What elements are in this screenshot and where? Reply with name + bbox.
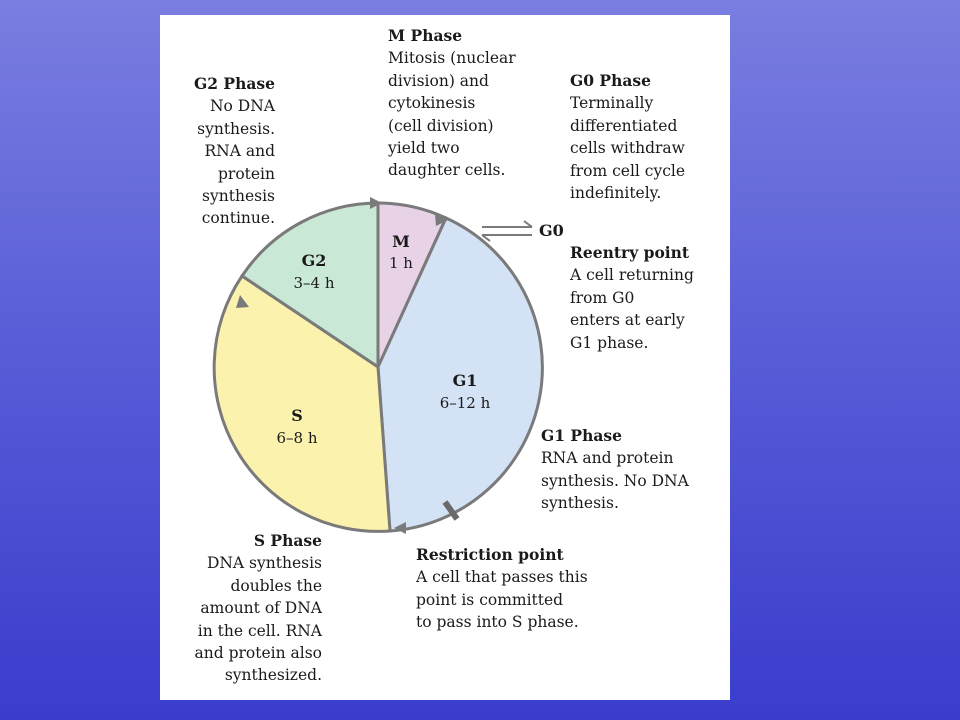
reentry-point-callout: Reentry point A cell returning from G0 e…: [570, 242, 694, 354]
g1-label: G1: [453, 371, 478, 390]
cell-cycle-diagram: M 1 h G2 3–4 h G1 6–12 h S 6–8 h G0: [212, 197, 564, 534]
g1-duration: 6–12 h: [440, 394, 491, 412]
restriction-point-title: Restriction point: [416, 545, 564, 564]
m-phase-text: Mitosis (nuclear division) and cytokines…: [388, 49, 516, 180]
m-duration: 1 h: [389, 254, 413, 272]
m-label: M: [392, 232, 410, 251]
restriction-point-marker: [442, 500, 460, 521]
reentry-point-title: Reentry point: [570, 243, 690, 262]
s-duration: 6–8 h: [276, 429, 317, 447]
wedge-s: [212, 273, 392, 533]
g0-phase-text: Terminally differentiated cells withdraw…: [570, 94, 686, 203]
m-phase-callout: M Phase Mitosis (nuclear division) and c…: [388, 25, 516, 182]
g2-label: G2: [302, 251, 327, 270]
g1-phase-callout: G1 Phase RNA and protein synthesis. No D…: [541, 425, 689, 515]
g1-phase-text: RNA and protein synthesis. No DNA synthe…: [541, 449, 689, 513]
g0-phase-callout: G0 Phase Terminally differentiated cells…: [570, 70, 685, 204]
wedge-g2: [239, 201, 380, 370]
arrow-into-s: [394, 522, 406, 534]
arrow-into-g1: [435, 214, 448, 226]
s-label: S: [291, 406, 303, 425]
restriction-point-text: A cell that passes this point is committ…: [416, 568, 588, 632]
g2-phase-callout: G2 Phase No DNA synthesis. RNA and prote…: [165, 73, 275, 230]
g0-exchange-arrows: [481, 220, 533, 242]
g2-phase-text: No DNA synthesis. RNA and protein synthe…: [197, 97, 275, 228]
reentry-point-text: A cell returning from G0 enters at early…: [570, 266, 694, 352]
s-phase-callout: S Phase DNA synthesis doubles the amount…: [165, 530, 323, 687]
g1-phase-title: G1 Phase: [541, 426, 622, 445]
wedge-g1: [376, 216, 544, 533]
arrow-into-g2: [236, 295, 249, 308]
m-phase-title: M Phase: [388, 26, 463, 45]
restriction-point-callout: Restriction point A cell that passes thi…: [416, 544, 588, 634]
s-phase-title: S Phase: [253, 531, 322, 550]
s-phase-text: DNA synthesis doubles the amount of DNA …: [194, 554, 323, 685]
arrow-into-m: [370, 197, 382, 209]
diagram-panel: M 1 h G2 3–4 h G1 6–12 h S 6–8 h G0 M Ph…: [160, 15, 730, 700]
g2-duration: 3–4 h: [293, 274, 334, 292]
g0-label: G0: [539, 221, 564, 240]
g0-phase-title: G0 Phase: [570, 71, 651, 90]
g2-phase-title: G2 Phase: [194, 74, 275, 93]
